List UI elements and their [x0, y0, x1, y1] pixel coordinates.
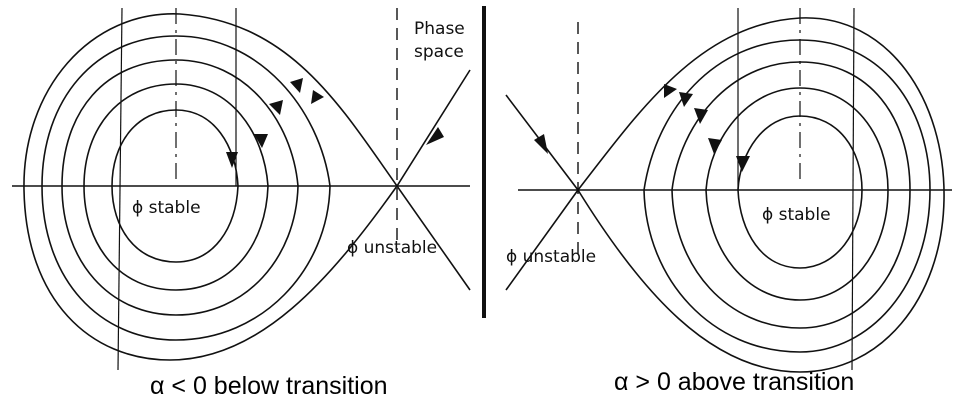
right-separatrix	[505, 17, 945, 373]
right-orbit-2	[705, 87, 889, 301]
right-arrow-orbit-3	[694, 108, 708, 124]
right-arrow-orbit-4	[679, 92, 693, 107]
left-vertical-guide-1	[117, 7, 123, 371]
right-arrow-incoming	[534, 134, 548, 154]
left-arrow-incoming	[426, 127, 444, 145]
right-arrow-separatrix-top	[664, 84, 677, 98]
right-unstable-label: ϕ unstable	[506, 247, 596, 267]
phase-space-label-line1: Phase	[414, 19, 465, 39]
left-orbit-4	[41, 35, 331, 341]
left-phase-portrait: ϕ stable ϕ unstable	[12, 7, 471, 371]
left-arrow-orbit-1	[226, 152, 238, 168]
right-phase-portrait: ϕ stable ϕ unstable	[505, 7, 952, 373]
right-stable-label: ϕ stable	[762, 205, 831, 225]
right-orbit-4	[643, 39, 931, 353]
left-separatrix	[23, 13, 471, 361]
left-arrow-orbit-4	[290, 78, 303, 93]
left-arrow-separatrix-top	[311, 90, 324, 104]
left-orbit-2	[83, 83, 269, 291]
left-orbit-3	[61, 59, 299, 316]
phase-space-label-line2: space	[414, 42, 464, 62]
right-orbit-1	[737, 115, 863, 269]
right-caption: α > 0 above transition	[614, 368, 855, 396]
left-arrow-orbit-3	[269, 100, 283, 115]
right-arrow-orbit-1	[736, 156, 750, 172]
left-arrow-orbit-2	[254, 134, 268, 148]
left-stable-label: ϕ stable	[132, 198, 201, 218]
right-vertical-guide-2	[851, 7, 855, 371]
right-arrow-orbit-2	[708, 138, 722, 154]
left-orbit-1	[111, 109, 239, 263]
left-unstable-label: ϕ unstable	[347, 238, 437, 258]
left-caption: α < 0 below transition	[150, 372, 388, 400]
right-orbit-3	[671, 61, 911, 329]
